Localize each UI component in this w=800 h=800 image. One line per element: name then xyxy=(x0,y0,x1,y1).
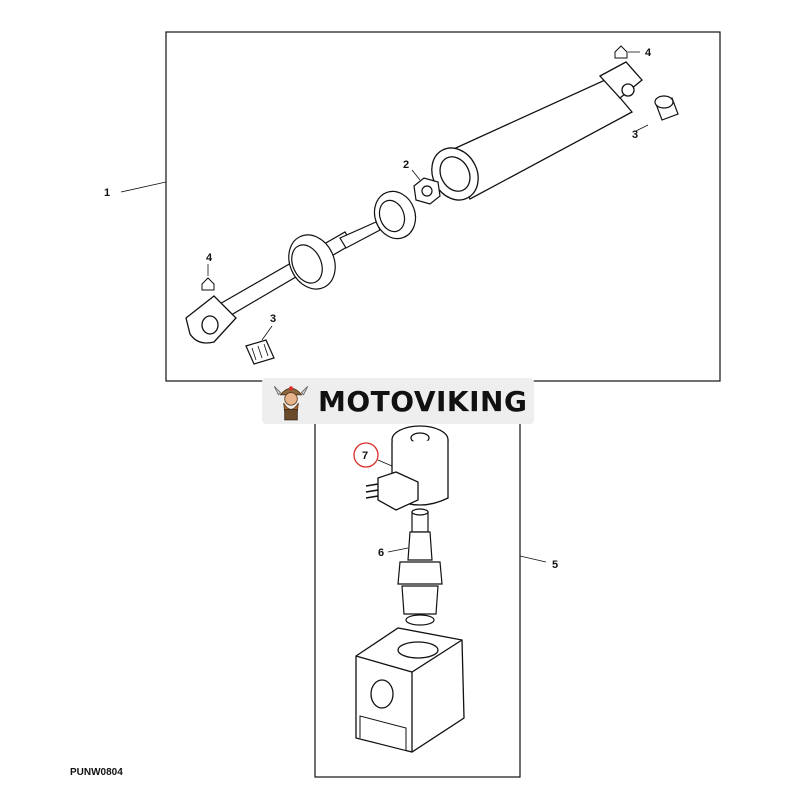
grease-fitting-bottom xyxy=(201,277,215,291)
piston-rod xyxy=(217,221,381,319)
grease-fitting-top xyxy=(614,45,628,59)
leader-6 xyxy=(387,547,409,553)
callout-2: 2 xyxy=(403,159,409,171)
leader-1 xyxy=(120,181,167,193)
leader-2 xyxy=(411,169,421,181)
leader-5 xyxy=(519,555,547,563)
figure-code: PUNW0804 xyxy=(70,767,123,778)
watermark-banner: MOTOVIKING xyxy=(262,378,534,424)
callout-6: 6 xyxy=(378,547,384,559)
callout-4-bottom: 4 xyxy=(206,252,213,264)
rod-eye xyxy=(185,295,237,344)
piston xyxy=(373,190,417,240)
watermark-text: MOTOVIKING xyxy=(318,384,528,418)
cylinder-barrel xyxy=(431,61,643,201)
bushing-top xyxy=(654,95,679,121)
callout-1: 1 xyxy=(104,187,110,199)
solenoid-coil xyxy=(365,425,449,511)
valve-body xyxy=(355,627,465,753)
nut xyxy=(413,177,441,205)
callout-5: 5 xyxy=(552,559,558,571)
bushing-bottom xyxy=(245,339,275,365)
callout-3-top: 3 xyxy=(632,129,638,141)
callout-3-bottom: 3 xyxy=(270,313,276,325)
callout-7: 7 xyxy=(362,450,368,462)
leader-7 xyxy=(377,459,393,467)
valve-cartridge xyxy=(397,508,443,626)
callout-4-top: 4 xyxy=(645,47,652,59)
callout-7-highlight xyxy=(353,442,379,468)
leader-3-bottom xyxy=(261,325,273,341)
leader-3-top xyxy=(635,124,649,132)
viking-logo-icon xyxy=(273,386,309,421)
